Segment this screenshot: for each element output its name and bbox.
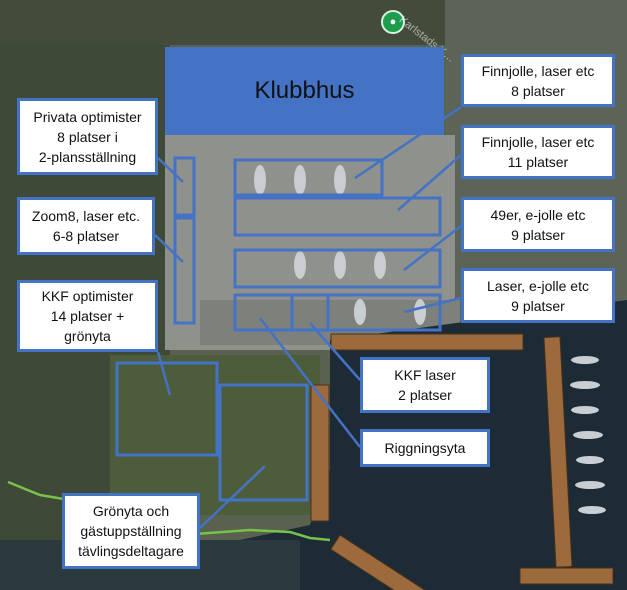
label-kkf-laser: KKF laser 2 platser <box>360 357 490 413</box>
label-green-area: Grönyta och gästuppställning tävlingsdel… <box>62 493 200 569</box>
label-49er: 49er, e-jolle etc 9 platser <box>461 197 615 252</box>
zone-outlines <box>115 156 442 502</box>
map-pin-icon[interactable]: ● <box>381 10 405 34</box>
zone-green-area <box>218 383 309 502</box>
pier-bottom <box>519 567 614 585</box>
zone-laser-ejolle <box>233 293 442 332</box>
zone-49er <box>233 248 442 289</box>
zone-finnjolle-11 <box>233 196 442 237</box>
grass-lawn <box>110 355 320 515</box>
moored-boats <box>254 165 606 514</box>
label-laser-ejolle: Laser, e-jolle etc 9 platser <box>461 268 615 323</box>
label-finnjolle-11: Finnjolle, laser etc 11 platser <box>461 125 615 179</box>
clubhouse: Klubbhus <box>165 47 444 135</box>
pier-diagonal <box>330 534 433 590</box>
zone-private-optimists <box>173 156 196 217</box>
zone-kkf-optimists <box>115 361 219 457</box>
zone-zoom8 <box>173 216 196 325</box>
pier-horizontal-top <box>330 333 524 351</box>
pier-vertical-left <box>310 384 330 522</box>
pier-vertical-right <box>543 336 573 568</box>
label-finnjolle-8: Finnjolle, laser etc 8 platser <box>461 54 615 107</box>
label-rigging-area: Riggningsyta <box>360 429 490 467</box>
piers <box>310 333 614 590</box>
label-kkf-optimists: KKF optimister 14 platser + grönyta <box>17 280 158 352</box>
label-private-optimists: Privata optimister 8 platser i 2-plansst… <box>17 98 158 175</box>
zone-finnjolle-8 <box>233 158 384 197</box>
label-zoom8: Zoom8, laser etc. 6-8 platser <box>17 197 155 255</box>
